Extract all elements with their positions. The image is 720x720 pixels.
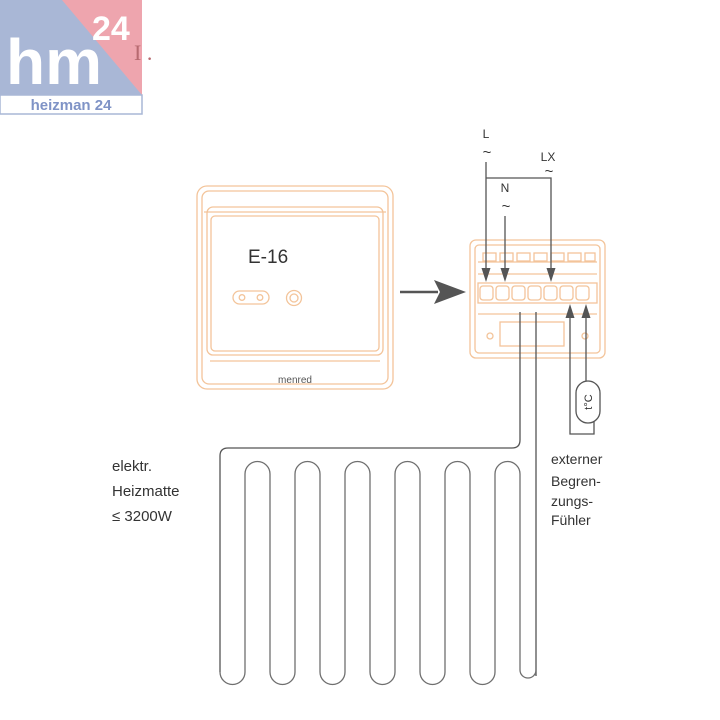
terminal-3 [511,285,526,301]
terminal-1 [479,285,494,301]
socket-frame [469,239,606,359]
thermostat-frame [196,185,394,390]
mat-lead-1 [219,312,521,672]
mat-label-line-2: Heizmatte [112,483,180,500]
sensor-wire-a [569,318,595,435]
sensor-label-line-1: externer [551,451,603,467]
logo-blue-block [0,0,142,95]
sensor-symbol: t°C [583,394,595,409]
mat-label: elektr. Heizmatte ≤ 3200W [112,458,180,525]
label-lx: LX [541,150,556,164]
logo-tail: I . [134,40,152,65]
terminal-socket [469,239,606,359]
mat-label-line-3: ≤ 3200W [112,508,173,525]
sensor-label: externer Begren- zungs- Fühler [551,451,603,528]
sensor-label-line-3: zungs- [551,493,593,509]
terminal-7 [575,285,590,301]
wire-lx [486,177,552,270]
thermostat-led [285,289,303,307]
mat-serpentine [219,460,537,686]
logo-superscript: 24 [92,10,130,48]
terminal-5 [543,285,558,301]
sensor-wiring: t°C [565,304,601,435]
mat-label-line-1: elektr. [112,458,152,475]
label-n: N [501,181,510,195]
supply-wiring: L ~ LX ~ N ~ [481,127,556,282]
thermostat-cover-inner [210,215,380,352]
ac-symbol-lx: ~ [545,163,554,180]
terminal-2 [495,285,510,301]
mount-arrow [400,280,466,304]
sensor-label-line-2: Begren- [551,473,601,489]
socket-body [499,321,565,347]
terminal-4 [527,285,542,301]
thermostat-cover [206,206,384,356]
terminal-6 [559,285,574,301]
logo-wordmark-box [0,94,143,115]
thermostat-frame-inner [201,190,389,385]
logo-mark: hm [6,26,102,98]
ac-symbol-n: ~ [502,198,511,215]
label-l: L [483,127,490,141]
heating-mat [219,312,537,686]
ac-symbol-l: ~ [483,144,492,161]
logo-wordmark: heizman 24 [31,97,113,114]
thermostat: E-16 menred [196,185,394,390]
thermostat-button [232,290,270,305]
thermostat-brand: menred [278,375,312,386]
heizman-logo: hm 24 heizman 24 I . [0,0,152,115]
temperature-sensor [575,380,601,424]
thermostat-model: E-16 [248,247,288,268]
sensor-label-line-4: Fühler [551,512,591,528]
terminal-strip [477,282,598,304]
